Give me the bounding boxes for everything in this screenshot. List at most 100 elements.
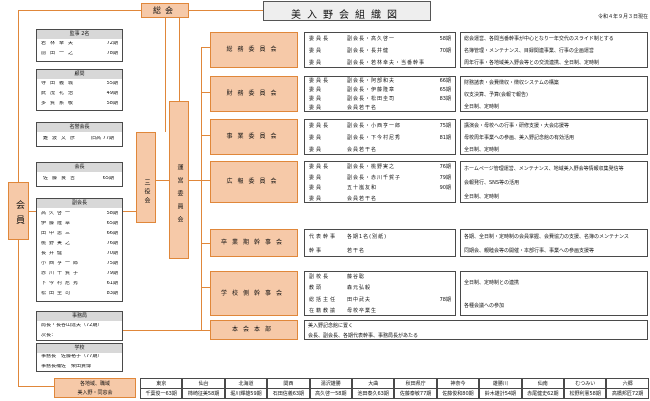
member-role: 代表幹事 (309, 234, 338, 240)
jimukyoku-box: 事務局 局長・長谷山達夫（72期） 次長： (36, 311, 123, 341)
member-role: 総括主任 (309, 296, 338, 303)
member-role: 委員 (309, 195, 324, 202)
page-title: 美入野会組織図 (291, 10, 403, 21)
committee-desc-box: 講演会・母校への行事・研修支援・大会応援等母校周年事業への参画、美入野記念館の有… (460, 119, 648, 155)
member-name: 副会長・若林幸夫・当番幹事 (347, 60, 426, 66)
member-role: 委員 (309, 60, 324, 66)
committee-desc-line: ホームページ管理運営、メンテナンス、地域美入野会等情報収集発信等 (464, 166, 624, 172)
committee-members-box: 代表幹事 各期1名(別紙) 幹事 若干名 (304, 229, 456, 257)
regional-label-box: 各地域、職域 美入野・同窓会 (54, 378, 136, 398)
member-name: 副会長・小西亨一郎 (347, 123, 402, 129)
sanyakukai-box: 三役会 (136, 132, 156, 223)
kansa-name: 若林幸夫 (41, 41, 78, 46)
fukukaicho-title: 副会長 (37, 199, 122, 208)
member-role: 委員 (309, 87, 324, 93)
member-term: 75期 (439, 123, 451, 129)
member-role: 委員 (309, 147, 324, 153)
region-head: 佐藤泰敏77期 (394, 388, 437, 399)
kansa-name: 前田一之 (41, 51, 78, 56)
region-head: 佐藤俊和80期 (436, 388, 480, 399)
committee-desc-line: 全日制、定時制 (464, 194, 500, 200)
committee-desc-box: 財務諸表・会費徴収・徴収システムの構築収支決算、予算(会報で報告)全日制、定時制 (460, 76, 648, 112)
komon-title: 顧問 (37, 70, 122, 79)
committee-desc-line: 会長、副会長、各期代表幹事、事務局長があたる (308, 333, 419, 339)
member-name: 副会長・松田圭司 (347, 96, 396, 102)
member-role: 委員 (309, 105, 324, 111)
member-role: 委員長 (309, 123, 331, 129)
committee-desc-line: 同期会、親睦会等の開催・本部行事、事業への参画支援等 (464, 248, 595, 254)
region-head: 石田信義63期 (267, 388, 310, 399)
committee-name-box: 財務委員会 (210, 76, 298, 112)
committee-desc-line: 講演会・母校への行事・研修支援・大会応援等 (464, 123, 570, 129)
committee-desc-line: 名簿管理・メンテナンス、目録関連事業、行事の企画運営 (464, 48, 594, 54)
region-head: 赤尾健史62期 (521, 388, 564, 399)
member-role: 委員長 (309, 164, 331, 170)
member-name: 副会長・長井健 (347, 48, 390, 54)
member-name: 副会長・阿部和夫 (347, 78, 396, 84)
committee-desc-box: 全日制、定時制との連携各種会議への参加 (460, 271, 648, 316)
committee-name-box: 事業委員会 (210, 119, 298, 155)
region-head: 高橋邦匠72期 (606, 388, 649, 399)
member-term: 81期 (439, 135, 451, 141)
member-name: 若干名 (347, 248, 366, 254)
committee-name-box: 本会本部 (210, 320, 298, 340)
member-name: 田中武夫 (347, 296, 372, 303)
region-head: 柿崎征美58期 (182, 388, 225, 399)
committee-desc-line: 母校周年事業への参画、美入野記念館の有効活用 (464, 135, 575, 141)
gakko-box: 学校 事務長 佐藤裕子（77期） 事務長補佐 柴田貴博 (36, 343, 123, 372)
jimukyoku-title: 事務局 (37, 312, 122, 321)
committee-desc-line: 全日制、定時制との連携 (464, 280, 519, 286)
members-box: 会員 (8, 182, 29, 240)
member-name: 五十嵐友和 (347, 185, 378, 191)
kansa-title: 監事 2名 (37, 30, 122, 39)
meiyo-title: 名誉会長 (37, 123, 122, 132)
member-term: 58期 (439, 36, 451, 42)
committee-desc-box: ホームページ管理運営、メンテナンス、地域美入野会等情報収集発信等会報発行、SNS… (460, 161, 648, 203)
region-head: 松野利憲58期 (564, 388, 607, 399)
member-term: 79期 (439, 174, 451, 181)
committee-desc-line: 会報発行、SNS等の活用 (464, 180, 520, 186)
committee-name-box: 総務委員会 (210, 32, 298, 68)
committee-desc-box: 総会運営、各間当番幹事が中心となり一年交代のスライド制とする名簿管理・メンテナン… (460, 32, 648, 68)
title-box (263, 1, 431, 21)
committee-desc-line: 美入野記念館に置く (308, 323, 354, 329)
member-name: 会員若干名 (347, 105, 378, 111)
unei-box: 運営委員会 (169, 101, 189, 259)
member-name: 副会長・伊藤隆章 (347, 87, 396, 93)
gakko-title: 学校 (37, 344, 122, 353)
committee-desc-line: 全日制、定時制 (464, 147, 500, 153)
member-term: 76期 (439, 164, 451, 170)
region-head: 池田泰久63期 (352, 388, 395, 399)
committee-name-box: 学校側幹事会 (210, 271, 298, 316)
member-role: 委員 (309, 185, 324, 191)
region-head: 高久啓一58期 (309, 388, 352, 399)
member-role: 教頭 (309, 285, 324, 292)
region-head: 堀川輝雄59期 (224, 388, 268, 399)
member-name: 各期1名(別紙) (347, 234, 388, 240)
committee-desc-line: 周年行事・各地域美入野会等との交流連携、全日制、定時制 (464, 60, 599, 66)
committee-name-box: 卒業期幹事会 (210, 229, 298, 257)
member-role: 委員 (309, 96, 324, 102)
member-role: 委員長 (309, 36, 331, 42)
member-term: 90期 (439, 185, 451, 191)
member-name: 副会長・下今村尼秀 (347, 135, 402, 141)
meiyo-box: 名誉会長 難波文彦旧高 77期 (36, 122, 123, 147)
region-head: 鈴木雄計54期 (479, 388, 522, 399)
member-name: 会員若干名 (347, 147, 378, 153)
member-role: 在籍教諭 (309, 307, 338, 314)
member-name: 森元弘毅 (347, 285, 372, 292)
member-role: 幹事 (309, 248, 324, 254)
member-name: 副会長・赤川千賀子 (347, 174, 402, 181)
committee-desc-line: 収支決算、予算(会報で報告) (464, 92, 528, 98)
member-name: 藤谷聡 (347, 274, 366, 280)
member-role: 副校長 (309, 274, 331, 280)
committee-name-box: 広報委員会 (210, 161, 298, 203)
